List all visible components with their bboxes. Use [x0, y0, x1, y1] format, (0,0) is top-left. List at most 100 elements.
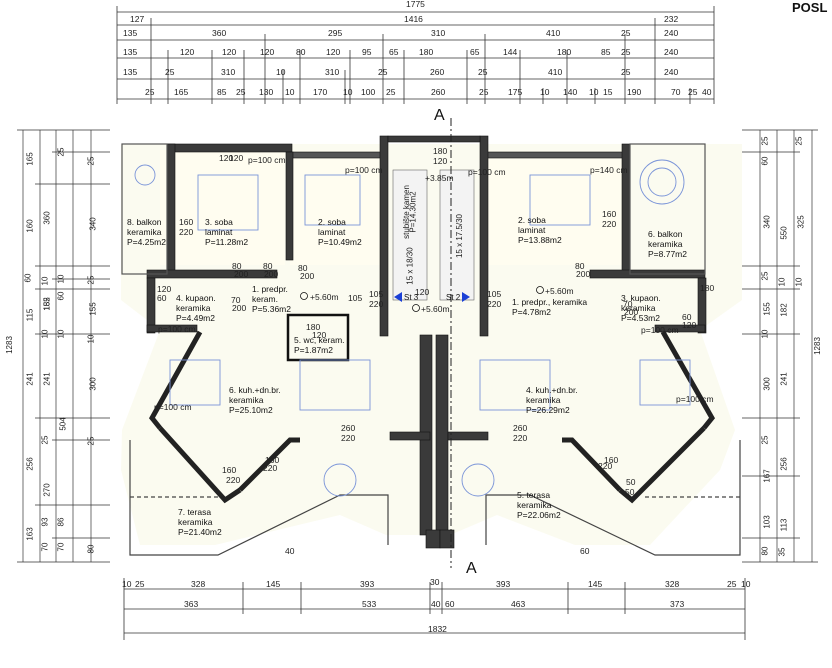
dimension-label: 180 [557, 47, 572, 57]
drawing-annotation: 220 [179, 227, 194, 237]
drawing-annotation: 60 [580, 546, 590, 556]
dimension-label: 256 [25, 457, 35, 471]
drawing-annotation: 220 [598, 461, 613, 471]
right-dimension-ticks [742, 129, 818, 563]
dimension-label: 30 [430, 577, 440, 587]
dimension-label: 70 [40, 542, 50, 552]
drawing-annotation: 60 [157, 293, 167, 303]
dimension-label: 373 [670, 599, 685, 609]
level-markers [300, 286, 544, 312]
drawing-annotation: 80 [232, 261, 242, 271]
section-mark-a-bottom: A [466, 560, 477, 577]
dimension-label: 93 [40, 517, 50, 527]
drawing-annotation: p=100 cm [468, 167, 506, 177]
stair-mark-label: St 2 [446, 292, 461, 302]
room-label-line: 7. terasa [178, 507, 212, 517]
room-label: 1. predpr.keram.P=5.36m2 [252, 284, 291, 314]
dimension-label: 155 [88, 302, 98, 316]
drawing-annotation: 220 [341, 433, 356, 443]
dimension-label: 300 [88, 377, 98, 391]
room-label-line: keramika [176, 302, 211, 313]
walls [146, 135, 707, 549]
drawing-annotation: 260 [341, 423, 356, 433]
dimension-label: 25 [386, 87, 396, 97]
room-label-line: keramika [621, 302, 656, 313]
drawing-annotation: 200 [624, 307, 639, 317]
stair-mark-st3: St 3 [394, 292, 418, 302]
drawing-annotation: 120 [433, 156, 448, 166]
room-label-line: 6. balkon [648, 229, 683, 239]
drawing-annotation: 70 [231, 295, 241, 305]
dimension-label: 15 [603, 87, 613, 97]
bottom-dimension-lines [124, 588, 745, 634]
dimension-label: 363 [184, 599, 199, 609]
dimension-total-top: 1775 [406, 0, 425, 9]
dimension-label: 140 [563, 87, 578, 97]
dimension-label: 130 [259, 87, 274, 97]
room-label-line: 5. terasa [517, 490, 551, 500]
room-label-line: P=5.36m2 [252, 303, 291, 314]
dimension-label: 165 [25, 152, 35, 166]
top-dimension-ticks [116, 6, 715, 104]
drawing-annotation: 200 [576, 269, 591, 279]
dimension-label: 533 [362, 599, 377, 609]
dimension-label: 25 [165, 67, 175, 77]
dimension-label: 310 [431, 28, 446, 38]
balconies [121, 143, 706, 275]
drawing-annotation: 180 [700, 283, 715, 293]
room-label-line: P=13.88m2 [518, 234, 562, 245]
drawing-annotation: 180 [433, 146, 448, 156]
dimension-label: 10 [276, 67, 286, 77]
terrace-outline [129, 440, 741, 556]
drawing-annotation: 50 [625, 487, 635, 497]
dimension-label: 65 [470, 47, 480, 57]
drawing-annotation: 220 [602, 219, 617, 229]
dimension-label: 232 [664, 14, 679, 24]
room-label-line: P=21.40m2 [178, 526, 222, 537]
drawing-annotation: 105 [348, 293, 363, 303]
drawing-annotation: p=100 cm [345, 165, 383, 175]
dimension-label: 100 [361, 87, 376, 97]
dimension-label: 103 [762, 515, 772, 529]
drawing-annotation: 160 [265, 455, 280, 465]
dimension-label: 393 [496, 579, 511, 589]
drawing-annotation: 220 [263, 463, 278, 473]
room-label-line: P=22.06m2 [517, 509, 561, 520]
dimension-label: 10 [56, 274, 66, 284]
dimension-label: 504 [58, 417, 68, 431]
dimension-label: 410 [546, 28, 561, 38]
room-label-line: 3. soba [205, 217, 233, 227]
dimension-label: 550 [779, 226, 789, 240]
drawing-annotation: 220 [369, 299, 384, 309]
dimension-label: 10 [777, 277, 787, 287]
dimension-label: 10 [56, 329, 66, 339]
dimension-label: 260 [430, 67, 445, 77]
dimension-label: 300 [762, 377, 772, 391]
dimension-label: 95 [362, 47, 372, 57]
drawing-annotation: 120 [219, 153, 234, 163]
dimension-label: 182 [42, 297, 52, 311]
drawing-annotation: 105 [487, 289, 502, 299]
dimension-label: 85 [601, 47, 611, 57]
dimension-label: 182 [779, 303, 789, 317]
drawing-annotation: 50 [626, 477, 636, 487]
dimension-label: 10 [40, 329, 50, 339]
dimension-label: 144 [503, 47, 518, 57]
dimension-label: 25 [621, 67, 631, 77]
dimension-label: 25 [760, 136, 770, 146]
dimension-label: 25 [479, 87, 489, 97]
dimension-label: 120 [326, 47, 341, 57]
room-label: 5. wc, keram.P=1.87m2 [294, 335, 345, 356]
drawing-annotation: p=100 cm [158, 324, 196, 334]
dimension-label: 25 [621, 47, 631, 57]
drawing-annotation: 180 [306, 322, 321, 332]
room-label-line: P=11.28m2 [205, 236, 249, 247]
dimension-label: 25 [688, 87, 698, 97]
